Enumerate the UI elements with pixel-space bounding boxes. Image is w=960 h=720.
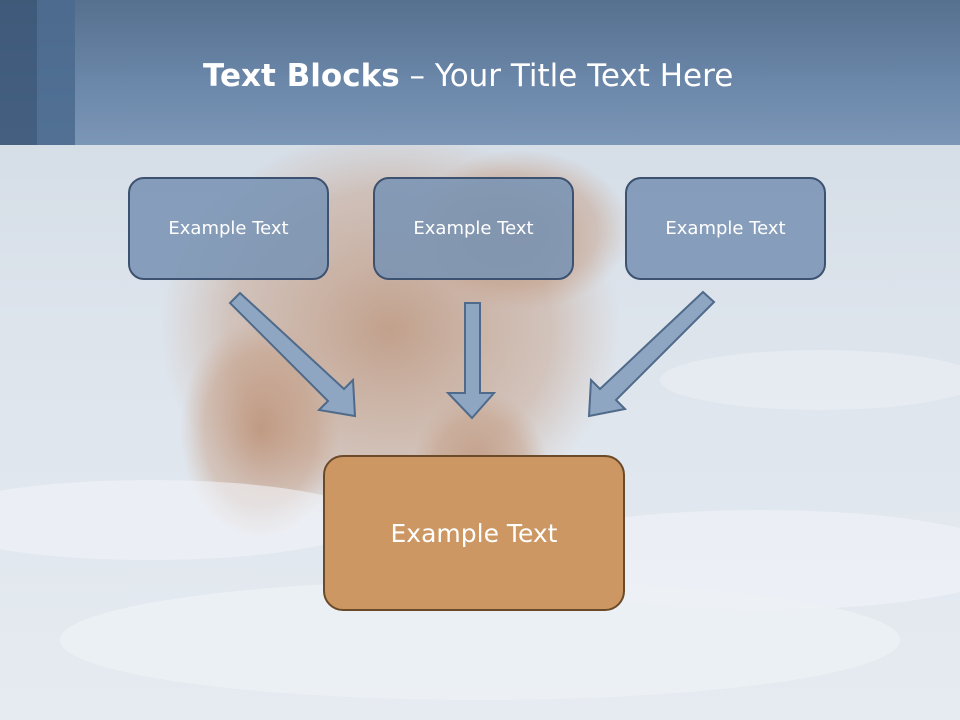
title-rest: Your Title Text Here: [434, 58, 734, 94]
header-stripe-mid: [37, 0, 75, 145]
header-stripe-dark: [0, 0, 37, 145]
slide-title[interactable]: Text Blocks – Your Title Text Here: [203, 52, 733, 100]
text-block-right[interactable]: Example Text: [625, 177, 826, 280]
text-block-left-label: Example Text: [168, 218, 289, 239]
text-block-left[interactable]: Example Text: [128, 177, 329, 280]
title-dash: –: [399, 58, 435, 94]
text-block-center[interactable]: Example Text: [373, 177, 574, 280]
text-block-center-label: Example Text: [413, 218, 534, 239]
text-block-right-label: Example Text: [665, 218, 786, 239]
title-bold-part: Text Blocks: [203, 58, 400, 94]
text-block-main-label: Example Text: [390, 518, 558, 548]
text-block-main[interactable]: Example Text: [323, 455, 625, 611]
title-bar: Text Blocks – Your Title Text Here: [0, 0, 960, 145]
